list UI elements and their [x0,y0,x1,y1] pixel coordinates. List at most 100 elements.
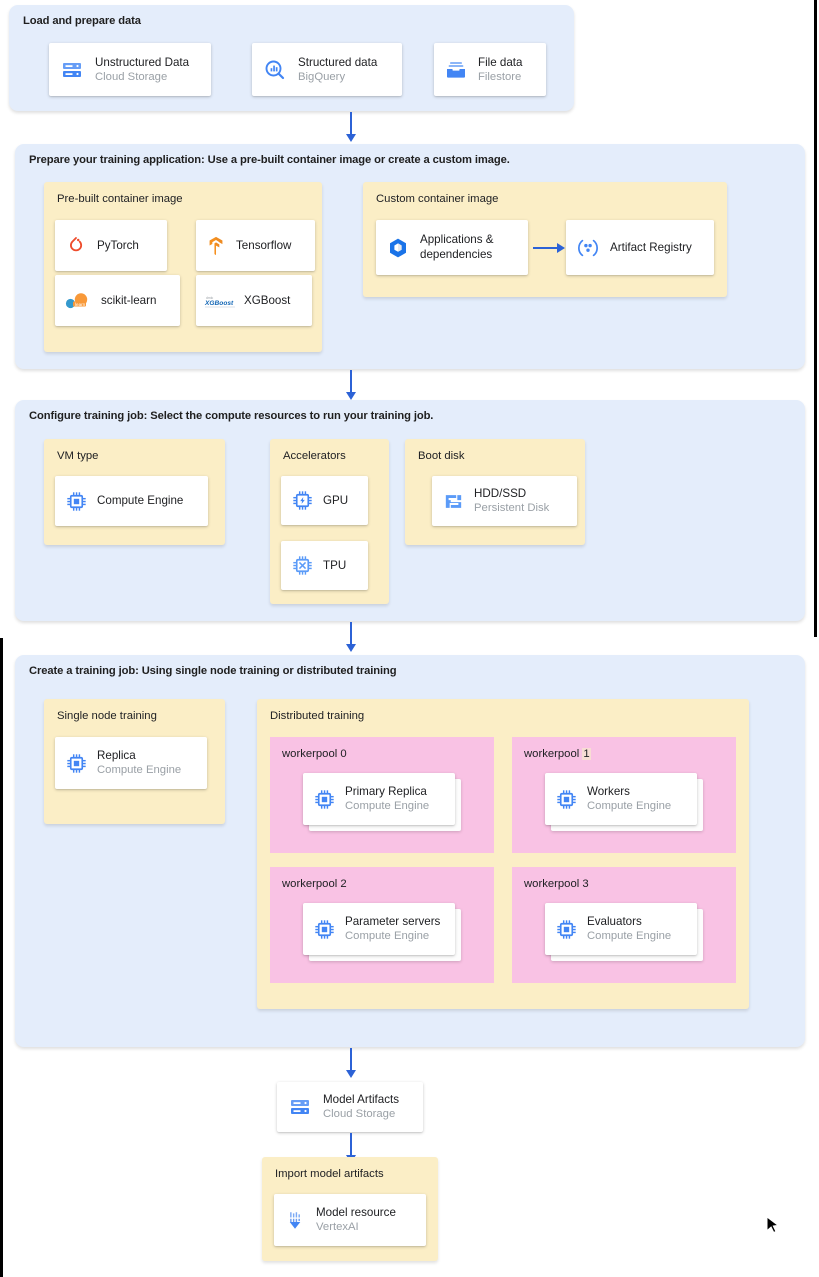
group-import-model-artifacts: Import model artifacts [262,1157,438,1261]
card-pytorch[interactable]: PyTorch [55,220,167,271]
pytorch-icon [55,220,97,271]
group-pre-built-container-image: Pre-built container image PyTorch [44,182,322,352]
card-compute-engine[interactable]: Compute Engine [55,476,208,526]
group-accelerators: Accelerators GPU [270,439,389,604]
card-artifact-registry[interactable]: Artifact Registry [566,220,714,275]
card-title: File data [478,55,523,69]
cloud-storage-icon [277,1082,323,1132]
workerpool-3: workerpool 3 [512,867,736,983]
cpu-icon [545,773,587,825]
arrow-stage3-to-stage4 [346,622,356,652]
stage4-title: Create a training job: Using single node… [29,665,397,677]
workerpool-2: workerpool 2 [270,867,494,983]
card-tensorflow[interactable]: Tensorflow [196,220,315,271]
card-title: Structured data [298,55,378,69]
group-title: Accelerators [283,450,346,462]
workerpool-1: workerpool 1 [512,737,736,853]
cpu-icon [303,773,345,825]
card-subtitle: VertexAI [316,1221,359,1233]
stage2-title: Prepare your training application: Use a… [29,154,510,166]
card-replica[interactable]: Replica Compute Engine [55,737,207,789]
model-resource-icon [274,1194,316,1246]
card-subtitle: BigQuery [298,70,346,83]
cpu-icon [303,903,345,955]
viewport-edge-right [814,0,817,637]
group-boot-disk: Boot disk HDD/SSD Persistent Disk [405,439,585,545]
card-xgboost[interactable]: dmlc XGBoost XGBoost [196,275,312,326]
card-model-artifacts[interactable]: Model Artifacts Cloud Storage [277,1082,423,1132]
card-applications-and-dependencies[interactable]: Applications & dependencies [376,220,528,275]
card-title: Replica [97,749,136,762]
card-unstructured-data[interactable]: Unstructured Data Cloud Storage [49,43,211,96]
arrow-applications-to-artifact-registry [533,243,565,253]
card-hdd-ssd[interactable]: HDD/SSD Persistent Disk [432,476,577,526]
workerpool-label: workerpool 2 [282,878,347,890]
card-evaluators[interactable]: Evaluators Compute Engine [545,903,697,955]
workerpool-title: workerpool 0 [282,748,347,760]
group-title: Distributed training [270,710,365,722]
workerpool-title: workerpool 1 [524,748,591,760]
cpu-icon [55,737,97,789]
workerpool-index-highlighted: 1 [582,748,591,760]
card-title: Parameter servers [345,915,441,928]
viewport-edge-left [0,638,3,1277]
card-title: TPU [323,558,347,572]
cpu-icon [545,903,587,955]
stage-prepare-training-application: Prepare your training application: Use a… [15,144,805,369]
stage3-title: Configure training job: Select the compu… [29,410,434,422]
workerpool-label: workerpool [524,748,580,760]
group-vm-type: VM type Compute Engine [44,439,225,545]
stage1-title: Load and prepare data [23,15,141,27]
svg-text:learn: learn [75,301,86,306]
card-title: PyTorch [97,238,139,252]
card-subtitle: Compute Engine [587,800,672,812]
svg-text:XGBoost: XGBoost [204,300,234,307]
persistent-disk-icon [432,476,474,526]
card-subtitle: Cloud Storage [95,70,168,83]
card-subtitle: Filestore [478,70,522,83]
workerpool-0: workerpool 0 [270,737,494,853]
group-title: Import model artifacts [275,1168,384,1180]
card-title: scikit-learn [101,293,157,307]
card-parameter-servers[interactable]: Parameter servers Compute Engine [303,903,455,955]
stage-load-and-prepare-data: Load and prepare data Unstructured Data … [9,5,574,111]
card-subtitle: Compute Engine [97,764,182,776]
card-title: Workers [587,785,630,798]
card-primary-replica[interactable]: Primary Replica Compute Engine [303,773,455,825]
workerpool-title: workerpool 3 [524,878,589,890]
card-file-data[interactable]: File data Filestore [434,43,546,96]
card-title: Artifact Registry [610,240,692,254]
card-title: Evaluators [587,915,642,928]
card-gpu[interactable]: GPU [281,476,368,525]
cloud-storage-icon [49,43,95,96]
arrow-stage4-to-model-artifacts [346,1048,356,1078]
card-title: XGBoost [244,293,291,307]
mouse-cursor [766,1215,780,1236]
cpu-icon [55,476,97,526]
bigquery-icon [252,43,298,96]
container-registry-icon [376,220,420,275]
group-title: Custom container image [376,193,499,205]
group-distributed-training: Distributed training workerpool 0 [257,699,749,1009]
card-structured-data[interactable]: Structured data BigQuery [252,43,402,96]
group-custom-container-image: Custom container image Applications & de… [363,182,727,297]
card-model-resource[interactable]: Model resource VertexAI [274,1194,426,1246]
xgboost-icon: dmlc XGBoost [196,275,244,326]
card-title: Applications & dependencies [420,233,494,261]
arrow-stage1-to-stage2 [346,112,356,142]
card-scikit-learn[interactable]: learn scikit-learn [55,275,180,326]
card-title: HDD/SSD [474,487,527,500]
card-subtitle: Compute Engine [587,930,672,942]
group-title: Pre-built container image [57,193,183,205]
group-title: VM type [57,450,99,462]
artifact-registry-icon [566,220,610,275]
group-single-node-training: Single node training R [44,699,225,824]
gpu-icon [281,476,323,525]
card-subtitle: Cloud Storage [323,1108,396,1120]
card-subtitle: Compute Engine [345,800,430,812]
card-workers[interactable]: Workers Compute Engine [545,773,697,825]
card-tpu[interactable]: TPU [281,541,368,590]
card-title: Primary Replica [345,785,427,798]
stage-configure-training-job: Configure training job: Select the compu… [15,400,805,621]
